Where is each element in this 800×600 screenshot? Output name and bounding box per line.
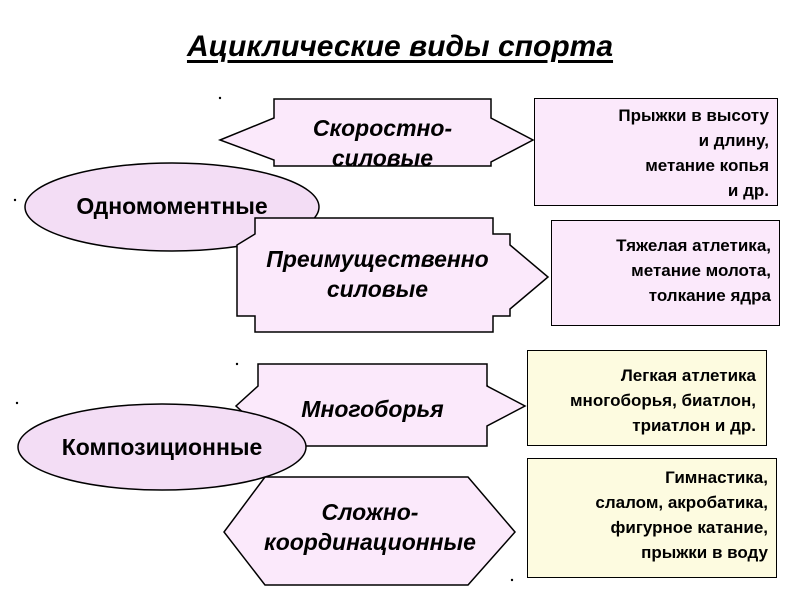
category-shape-complex-coordination xyxy=(223,476,516,586)
category-label-multi-events: Многоборья xyxy=(301,396,444,422)
group-oval-composite xyxy=(17,403,307,491)
group-oval-instant xyxy=(24,162,320,252)
example-line: прыжки в воду xyxy=(641,543,768,562)
category-shape-speed-strength xyxy=(217,98,535,167)
examples-box-mainly-strength: Тяжелая атлетика, метание молота, толкан… xyxy=(551,220,780,326)
example-line: фигурное катание, xyxy=(610,518,769,537)
examples-box-speed-strength: Прыжки в высоту и длину, метание копья и… xyxy=(534,98,778,206)
example-line: толкание ядра xyxy=(648,286,771,305)
examples-box-multi-events: Легкая атлетика многоборья, биатлон, три… xyxy=(527,350,767,446)
speckles xyxy=(13,96,514,582)
page-title: Ациклические виды спорта xyxy=(186,30,614,63)
group-label-composite: Композиционные xyxy=(61,434,263,460)
example-line: Легкая атлетика xyxy=(620,366,756,385)
example-line: Гимнастика, xyxy=(665,468,768,487)
example-line: и др. xyxy=(727,181,769,200)
category-label-mainly-strength: Преимущественно силовые xyxy=(266,246,489,302)
examples-box-complex-coordination: Гимнастика, слалом, акробатика, фигурное… xyxy=(527,458,777,578)
category-label-speed-strength: Скоростно- силовые xyxy=(312,115,453,171)
category-shape-multi-events xyxy=(234,363,527,447)
example-line: триатлон и др. xyxy=(632,416,756,435)
example-line: и длину, xyxy=(698,131,769,150)
category-shape-mainly-strength xyxy=(236,217,550,333)
category-label-complex-coordination: Сложно- координационные xyxy=(264,499,476,555)
group-label-instant: Одномоментные xyxy=(76,193,268,219)
example-line: многоборья, биатлон, xyxy=(569,391,756,410)
example-line: слалом, акробатика, xyxy=(595,493,768,512)
example-line: метание копья xyxy=(645,156,769,175)
example-line: Тяжелая атлетика, xyxy=(616,236,771,255)
example-line: метание молота, xyxy=(631,261,771,280)
example-line: Прыжки в высоту xyxy=(618,106,769,125)
